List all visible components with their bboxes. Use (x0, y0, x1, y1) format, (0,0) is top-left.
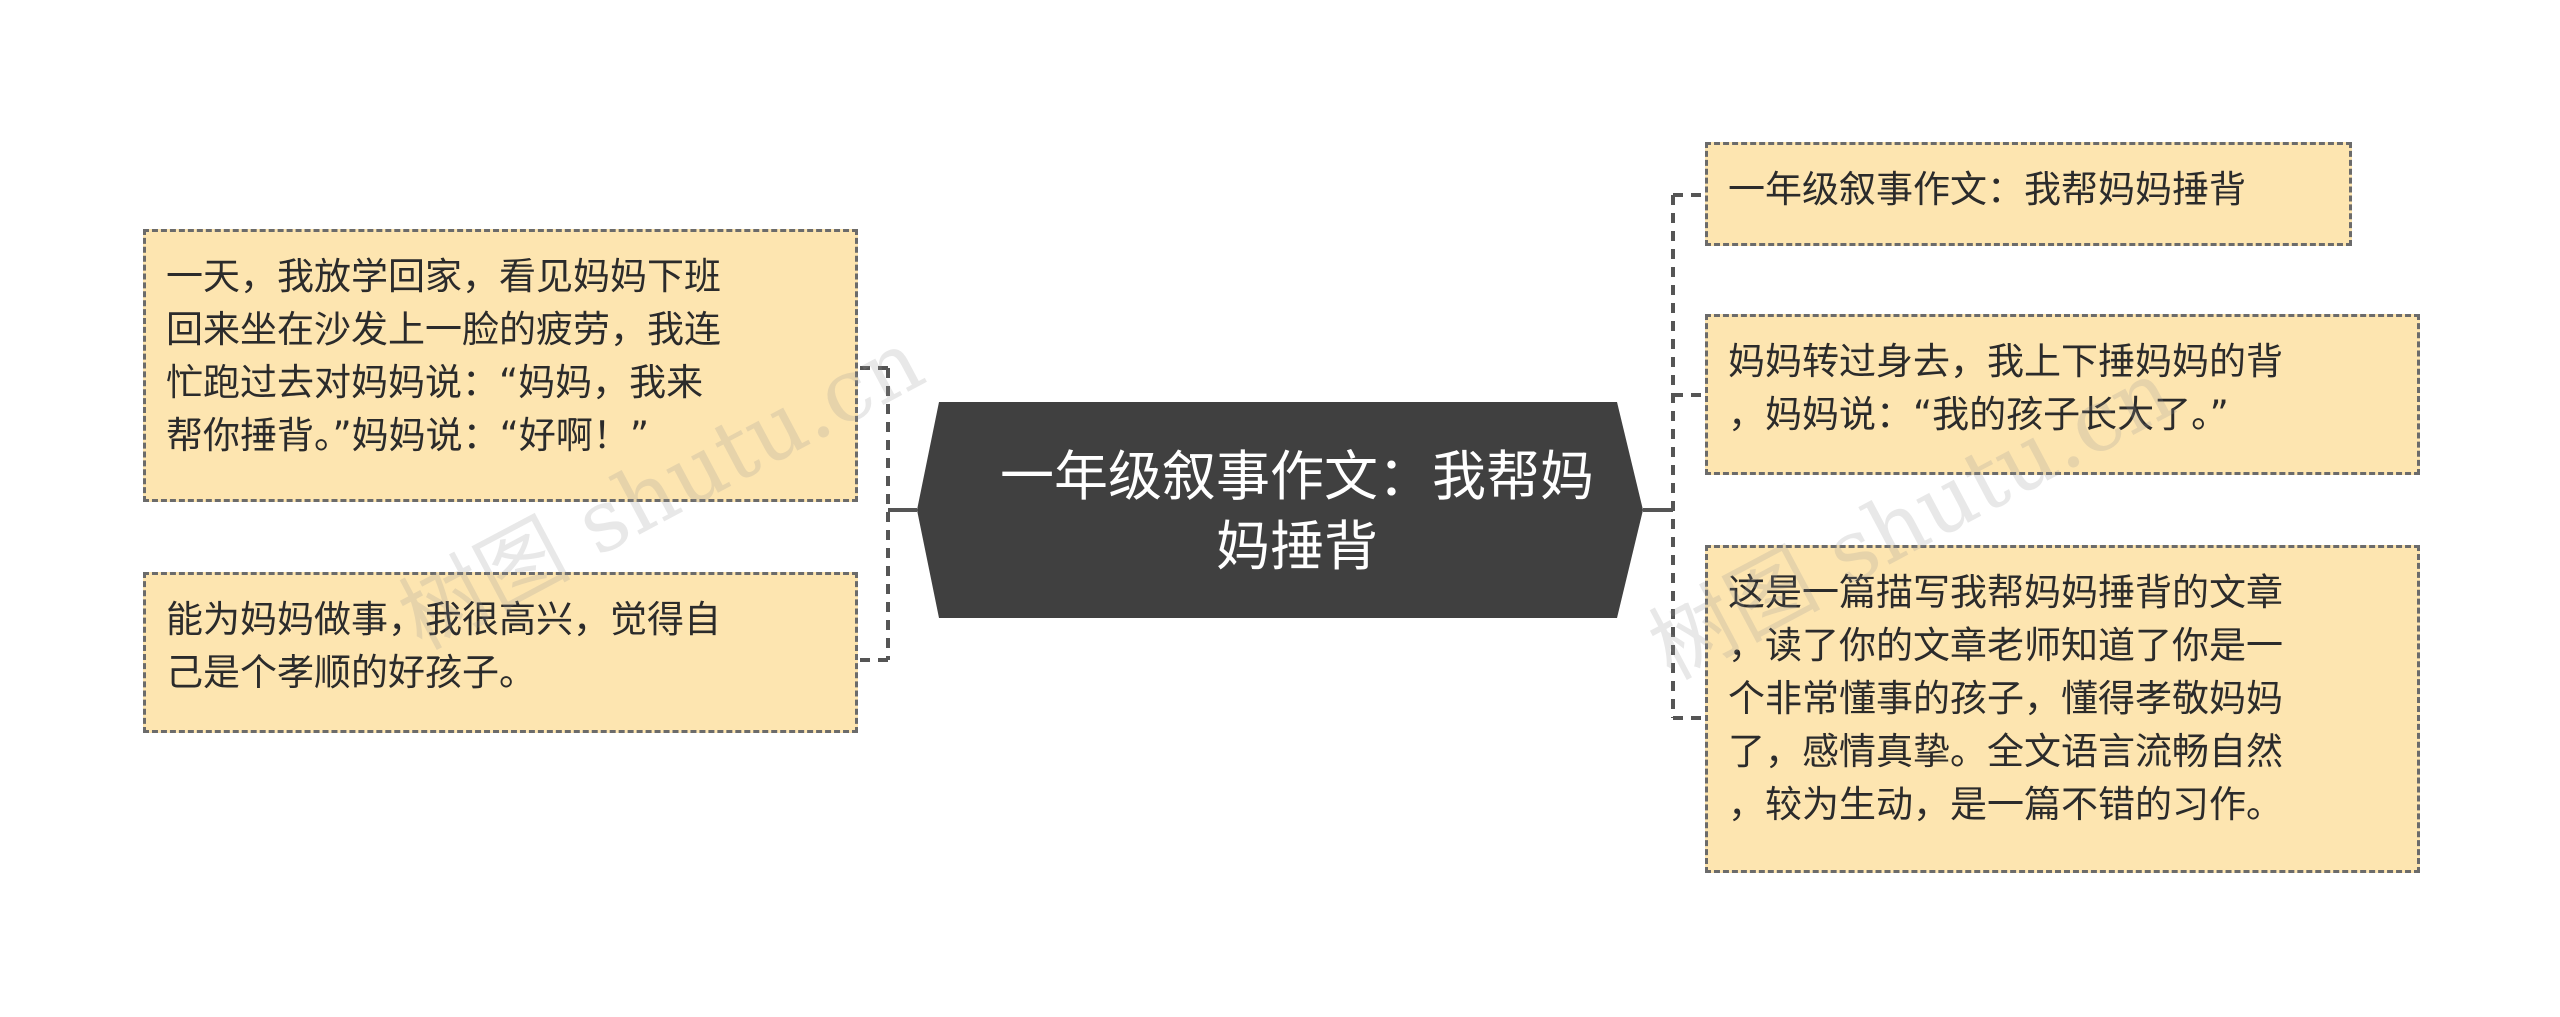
right-node-2[interactable]: 妈妈转过身去，我上下捶妈妈的背 ，妈妈说：“我的孩子长大了。” (1705, 314, 2420, 475)
central-topic-line-2: 妈捶背 (1216, 515, 1378, 578)
right-node-3[interactable]: 这是一篇描写我帮妈妈捶背的文章 ，读了你的文章老师知道了你是一 个非常懂事的孩子… (1705, 545, 2420, 873)
central-topic-title: 一年级叙事作文：我帮妈 妈捶背 (987, 442, 1607, 582)
right-node-1[interactable]: 一年级叙事作文：我帮妈妈捶背 (1705, 142, 2352, 246)
central-topic-hexagon (917, 402, 1643, 618)
left-node-1[interactable]: 一天，我放学回家，看见妈妈下班 回来坐在沙发上一脸的疲劳，我连 忙跑过去对妈妈说… (143, 229, 858, 502)
left-node-2[interactable]: 能为妈妈做事，我很高兴，觉得自 己是个孝顺的好孩子。 (143, 572, 858, 733)
central-topic[interactable]: 一年级叙事作文：我帮妈 妈捶背 (917, 402, 1677, 618)
central-topic-shape (917, 402, 1643, 618)
central-topic-line-1: 一年级叙事作文：我帮妈 (1000, 445, 1594, 508)
